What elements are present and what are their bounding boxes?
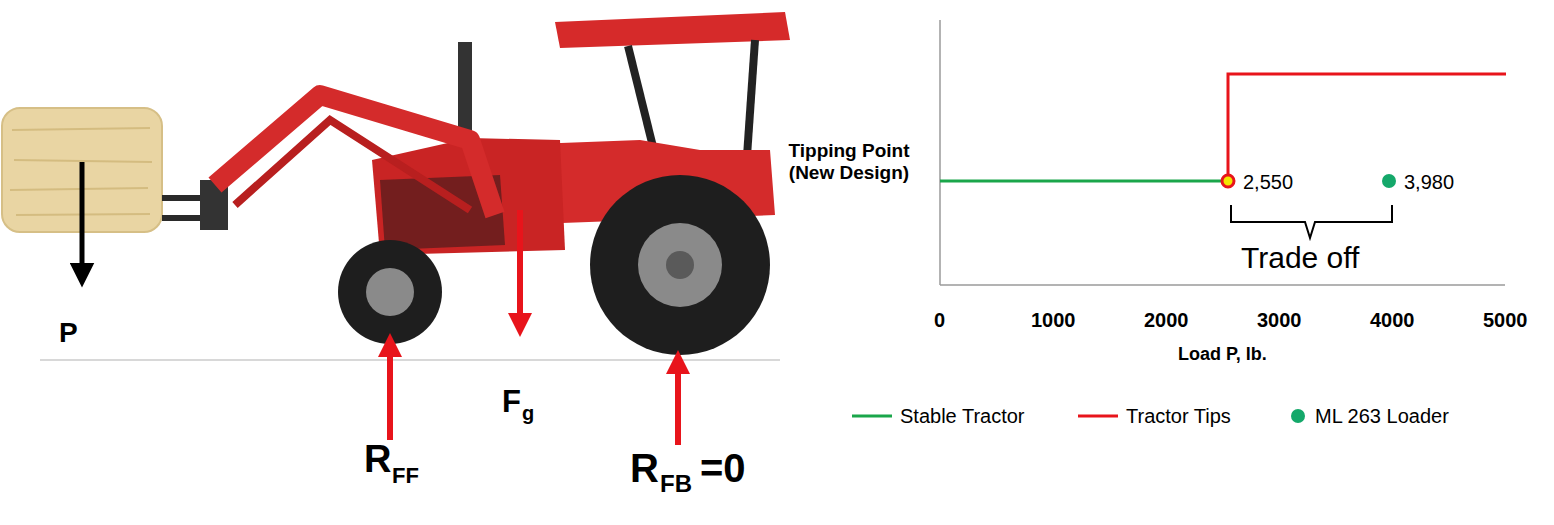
legend-text: ML 263 Loader bbox=[1315, 405, 1449, 428]
tick-label: 2000 bbox=[1144, 309, 1189, 332]
legend-line-sample bbox=[852, 415, 892, 418]
tick-label: 0 bbox=[934, 309, 945, 332]
loader-boom bbox=[215, 95, 495, 215]
tipping-point-marker bbox=[1222, 175, 1234, 187]
rear-wheel-hub bbox=[638, 223, 722, 307]
force-label: P bbox=[59, 317, 78, 349]
load-arrow bbox=[80, 162, 85, 275]
force-subscript: g bbox=[522, 402, 534, 425]
tips-line bbox=[1228, 74, 1506, 181]
trade-off-bracket bbox=[1231, 205, 1392, 238]
y-axis bbox=[939, 20, 941, 285]
series-label: Tipping Point (New Design) bbox=[764, 140, 934, 184]
tick-label: 4000 bbox=[1370, 309, 1415, 332]
front-tire bbox=[338, 240, 442, 344]
legend-text: Tractor Tips bbox=[1126, 405, 1231, 428]
axis-title: Load P, lb. bbox=[1178, 344, 1267, 365]
tick-label: 5000 bbox=[1483, 309, 1528, 332]
annotation: Trade off bbox=[1241, 241, 1359, 276]
force-label: F bbox=[502, 384, 521, 420]
rear-reaction-arrow bbox=[675, 362, 681, 445]
tick-label: 1000 bbox=[1031, 309, 1076, 332]
force-label: R bbox=[364, 438, 391, 482]
force-value: =0 bbox=[700, 445, 746, 491]
value-label: 3,980 bbox=[1404, 171, 1454, 194]
weight-arrow bbox=[517, 210, 523, 325]
stable-line bbox=[940, 180, 1228, 183]
tick-label: 3000 bbox=[1257, 309, 1302, 332]
ground-line bbox=[40, 359, 780, 361]
x-axis bbox=[940, 284, 1505, 286]
value-label: 2,550 bbox=[1243, 171, 1293, 194]
legend-text: Stable Tractor bbox=[900, 405, 1025, 428]
rear-tire bbox=[590, 175, 770, 355]
front-reaction-arrow bbox=[387, 345, 393, 440]
legend-line-sample bbox=[1078, 415, 1118, 418]
force-label: R bbox=[630, 445, 659, 491]
loader-cylinder bbox=[235, 120, 470, 210]
front-wheel-hub bbox=[366, 268, 414, 316]
legend-dot-sample bbox=[1291, 409, 1305, 423]
rear-hub-center bbox=[666, 251, 694, 279]
force-subscript: FB bbox=[660, 470, 692, 498]
loader-point bbox=[1382, 174, 1396, 188]
force-subscript: FF bbox=[392, 463, 419, 488]
